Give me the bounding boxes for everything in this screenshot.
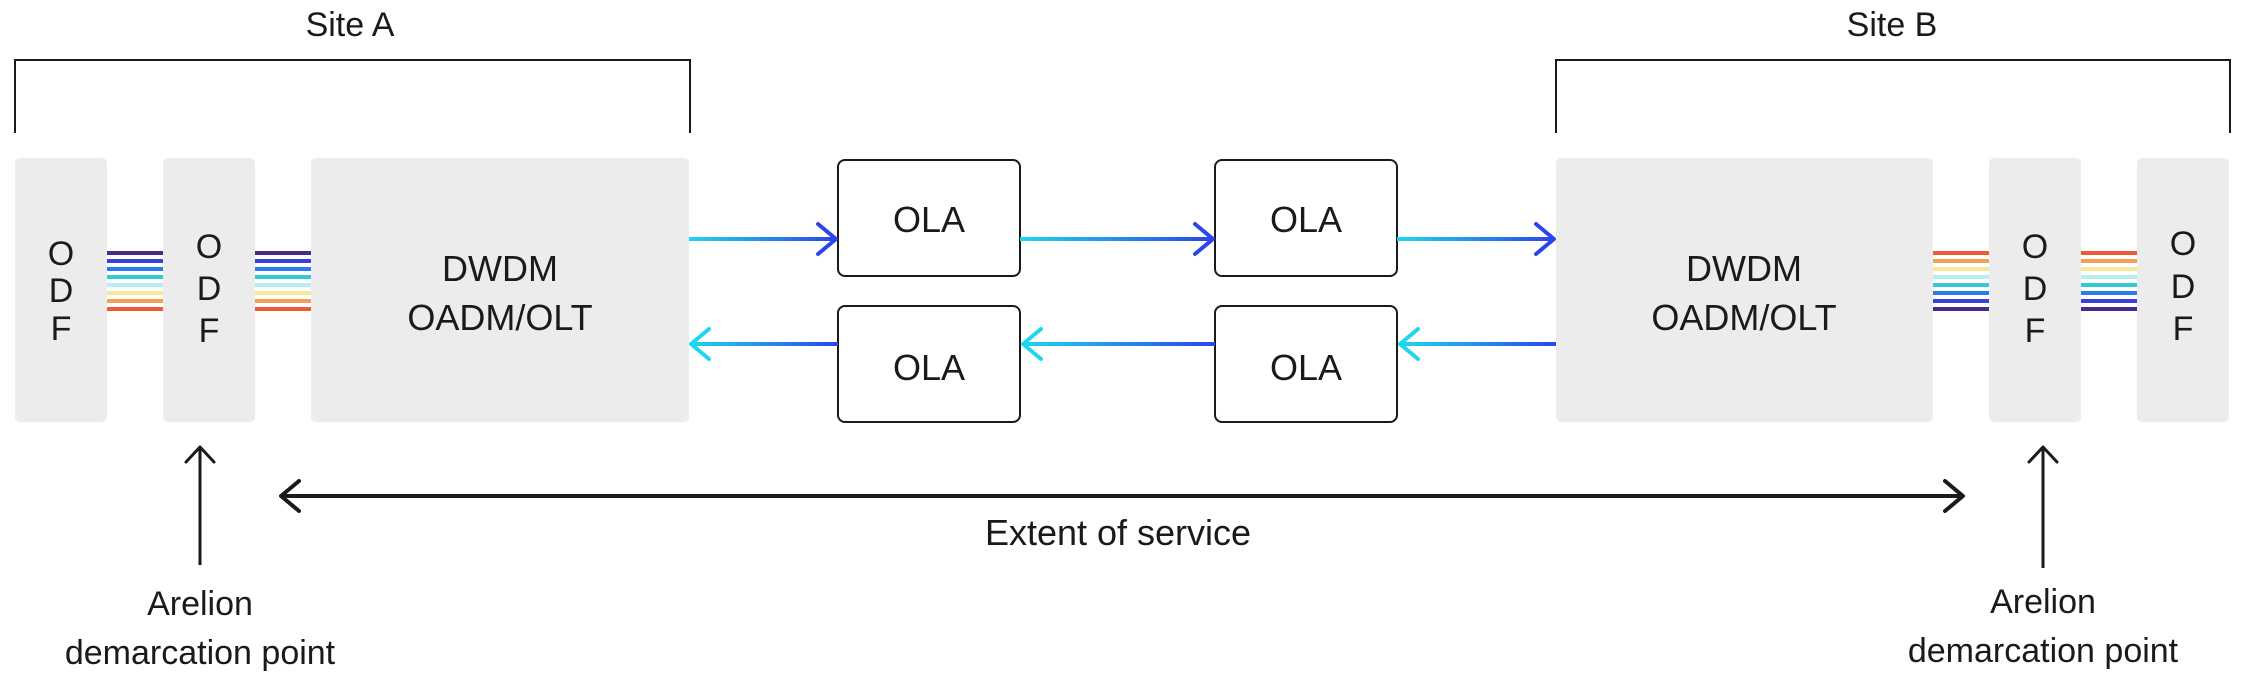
site-a-label: Site A bbox=[306, 6, 395, 44]
odf-site-b-inner: O D F bbox=[1989, 158, 2081, 422]
ola-label: OLA bbox=[1270, 347, 1342, 388]
forward-path-segment-2 bbox=[1020, 222, 1215, 256]
ola-bottom-right: OLA bbox=[1214, 305, 1398, 423]
arrow-right-icon bbox=[1943, 479, 1965, 513]
odf-letter: D bbox=[197, 270, 222, 308]
odf-letter: D bbox=[2171, 268, 2196, 306]
reverse-path-segment-3 bbox=[689, 327, 838, 361]
arrow-head-icon bbox=[1398, 327, 1420, 361]
demarcation-label-line2: demarcation point bbox=[1908, 632, 2179, 670]
odf-site-a-inner: O D F bbox=[163, 158, 255, 422]
demarcation-point-site-b: Arelion demarcation point bbox=[1908, 445, 2179, 670]
demarcation-label-line1: Arelion bbox=[1990, 583, 2096, 621]
ola-label: OLA bbox=[893, 347, 965, 388]
odf-letter: F bbox=[2025, 312, 2046, 350]
reverse-path-segment-1 bbox=[1398, 327, 1556, 361]
ola-bottom-left: OLA bbox=[837, 305, 1021, 423]
dwdm-label-line2: OADM/OLT bbox=[1651, 297, 1836, 338]
odf-letter: O bbox=[196, 228, 222, 266]
odf-site-a-outer: O D F bbox=[15, 158, 107, 422]
site-b-label: Site B bbox=[1847, 6, 1938, 44]
forward-path-segment-3 bbox=[1397, 222, 1556, 256]
odf-letter: O bbox=[2170, 225, 2196, 263]
ola-label: OLA bbox=[893, 199, 965, 240]
arrow-head-icon bbox=[1193, 222, 1215, 256]
fiber-bundle-site-a-1 bbox=[107, 251, 163, 311]
odf-letter: D bbox=[49, 272, 74, 310]
site-a-bracket: Site A bbox=[14, 6, 691, 133]
arrow-up-icon bbox=[184, 445, 216, 464]
odf-site-b-outer: O D F bbox=[2137, 158, 2229, 422]
fiber-bundle-site-a-2 bbox=[255, 251, 311, 311]
extent-of-service-arrow: Extent of service bbox=[279, 479, 1965, 553]
site-b-bracket: Site B bbox=[1555, 6, 2231, 133]
arrow-head-icon bbox=[1534, 222, 1556, 256]
dwdm-label-line1: DWDM bbox=[1686, 248, 1802, 289]
odf-letter: F bbox=[199, 312, 220, 350]
forward-path-segment-1 bbox=[689, 222, 838, 256]
ola-top-left: OLA bbox=[837, 159, 1021, 277]
arrow-up-icon bbox=[2027, 445, 2059, 464]
arrow-head-icon bbox=[816, 222, 838, 256]
demarcation-label-line1: Arelion bbox=[147, 585, 253, 623]
dwdm-site-a: DWDM OADM/OLT bbox=[311, 158, 689, 422]
demarcation-point-site-a: Arelion demarcation point bbox=[65, 445, 336, 672]
ola-top-right: OLA bbox=[1214, 159, 1398, 277]
demarcation-label-line2: demarcation point bbox=[65, 634, 336, 672]
fiber-bundle-site-b-2 bbox=[2081, 251, 2137, 311]
reverse-path-segment-2 bbox=[1021, 327, 1215, 361]
odf-letter: D bbox=[2023, 270, 2048, 308]
extent-of-service-label: Extent of service bbox=[985, 512, 1251, 553]
arrow-left-icon bbox=[279, 479, 301, 513]
odf-letter: O bbox=[48, 235, 74, 273]
dwdm-label-line2: OADM/OLT bbox=[407, 297, 592, 338]
dwdm-site-b: DWDM OADM/OLT bbox=[1556, 158, 1933, 422]
ola-label: OLA bbox=[1270, 199, 1342, 240]
arrow-head-icon bbox=[689, 327, 711, 361]
fiber-bundle-site-b-1 bbox=[1933, 251, 1989, 311]
dwdm-label-line1: DWDM bbox=[442, 248, 558, 289]
odf-letter: F bbox=[51, 310, 72, 348]
odf-letter: F bbox=[2173, 310, 2194, 348]
arrow-head-icon bbox=[1021, 327, 1043, 361]
odf-letter: O bbox=[2022, 228, 2048, 266]
